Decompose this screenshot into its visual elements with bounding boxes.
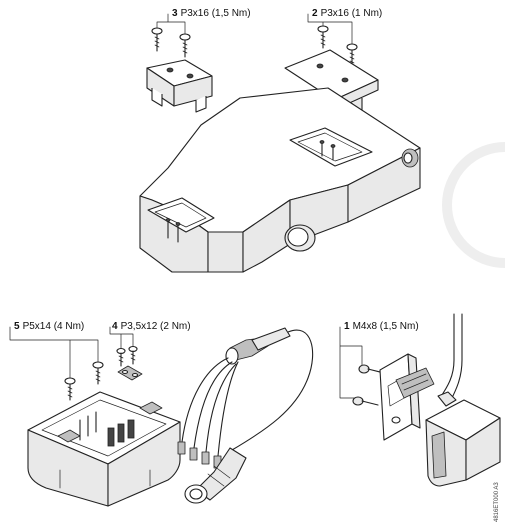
callout-3-leader — [156, 13, 186, 35]
callout-1-text: M4x8 (1,5 Nm) — [352, 321, 419, 332]
main-housing — [139, 87, 421, 273]
xlr-cable-assembly — [177, 327, 314, 504]
callout-3-number: 3 — [172, 8, 178, 19]
callout-1-number: 1 — [344, 321, 350, 332]
bottom-housing — [27, 391, 181, 507]
callout-5-text: P5x14 (4 Nm) — [22, 321, 85, 332]
wall-mount-bracket — [379, 353, 435, 441]
callout-2-leader — [307, 13, 353, 45]
callout-4-number: 4 — [112, 321, 118, 332]
screw-1a — [358, 364, 385, 374]
figure-id: 4816ET000 A3 — [494, 482, 500, 522]
callout-3-text: P3x16 (1,5 Nm) — [180, 8, 251, 19]
screw-4b — [128, 345, 138, 365]
screw-2b — [346, 43, 358, 67]
callout-4-text: P3,5x12 (2 Nm) — [120, 321, 191, 332]
screw-5b — [92, 361, 104, 385]
screw-3b — [179, 33, 191, 58]
callout-5-number: 5 — [14, 321, 20, 332]
watermark — [442, 142, 505, 268]
callout-2-number: 2 — [312, 8, 318, 19]
callout-4-leader — [109, 326, 134, 349]
bracket-3 — [146, 59, 213, 113]
callout-5-leader — [9, 326, 99, 379]
screw-5a — [64, 377, 76, 401]
callout-1-leader — [339, 326, 363, 399]
screw-3a — [151, 27, 163, 52]
screw-2a — [317, 25, 329, 49]
screw-4a — [116, 347, 126, 367]
screw-1b — [352, 396, 379, 406]
callout-2-text: P3x16 (1 Nm) — [320, 8, 383, 19]
cable-clamp-4 — [117, 365, 143, 381]
power-adapter — [425, 313, 501, 487]
